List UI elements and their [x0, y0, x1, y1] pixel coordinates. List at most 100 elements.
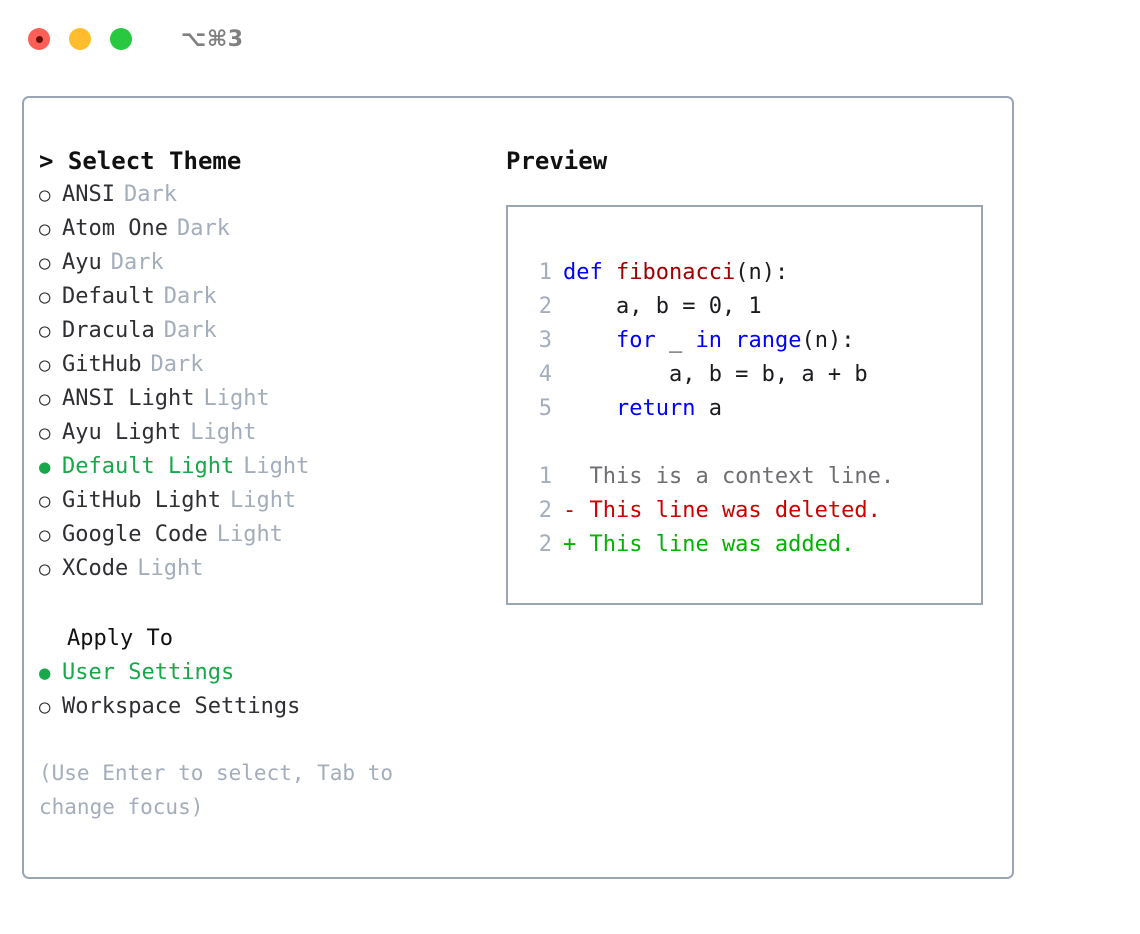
theme-option-label: XCode [62, 556, 129, 581]
theme-option-label: Ayu [62, 250, 102, 275]
code-token [563, 392, 616, 426]
apply-to-option-label: Workspace Settings [62, 694, 301, 719]
apply-to-option-workspace-settings[interactable]: ○ Workspace Settings [39, 690, 494, 724]
theme-option-label: ANSI [62, 182, 115, 207]
radio-unselected-icon[interactable]: ○ [39, 490, 51, 512]
theme-option-ansi[interactable]: ○ ANSI Dark [39, 178, 494, 212]
theme-option-ansi-light[interactable]: ○ ANSI Light Light [39, 382, 494, 416]
select-theme-header: > Select Theme [39, 147, 242, 175]
radio-unselected-icon[interactable]: ○ [39, 320, 51, 342]
radio-unselected-icon[interactable]: ○ [39, 524, 51, 546]
keyboard-hint-text: (Use Enter to select, Tab to change focu… [39, 761, 406, 819]
theme-option-xcode[interactable]: ○ XCode Light [39, 552, 494, 586]
radio-unselected-icon[interactable]: ○ [39, 286, 51, 308]
minimize-window-button[interactable] [69, 28, 91, 50]
diff-line: 2 + This line was added. [524, 528, 981, 562]
radio-selected-icon[interactable]: ● [39, 662, 51, 684]
code-line: 4 a, b = b, a + b [524, 358, 981, 392]
diff-line: 1 This is a context line. [524, 460, 981, 494]
code-token: - This line was deleted. [563, 498, 881, 523]
code-token: + This line was added. [563, 532, 855, 557]
theme-option-label: Ayu Light [62, 420, 182, 445]
code-token: fibonacci [615, 260, 736, 285]
theme-variant-tag: Dark [123, 182, 177, 207]
theme-variant-tag: Light [190, 420, 257, 445]
line-number: 3 [538, 328, 552, 353]
code-token: for [615, 328, 656, 353]
theme-option-atom-one[interactable]: ○ Atom One Dark [39, 212, 494, 246]
code-token: (n): [801, 328, 855, 353]
maximize-window-button[interactable] [110, 28, 132, 50]
line-number: 5 [538, 396, 552, 421]
preview-title: Preview [506, 147, 608, 175]
theme-option-label: GitHub [62, 352, 142, 377]
theme-option-ayu-light[interactable]: ○ Ayu Light Light [39, 416, 494, 450]
radio-selected-icon[interactable]: ● [39, 456, 51, 478]
diff-line: 2 - This line was deleted. [524, 494, 981, 528]
theme-variant-tag: Light [216, 522, 283, 547]
radio-unselected-icon[interactable]: ○ [39, 252, 51, 274]
theme-variant-tag: Dark [110, 250, 164, 275]
apply-to-header: Apply To [67, 626, 173, 651]
code-token: return [615, 396, 696, 421]
code-token [563, 324, 616, 358]
theme-variant-tag: Light [243, 454, 310, 479]
theme-variant-tag: Light [137, 556, 204, 581]
spacer [39, 586, 494, 622]
code-token: This is a context line. [563, 464, 895, 489]
traffic-light-group [28, 28, 132, 50]
theme-option-ayu[interactable]: ○ Ayu Dark [39, 246, 494, 280]
code-token: a, b = b, a + b [563, 362, 868, 387]
diff-sample: 1 This is a context line. 2 - This line wa… [524, 460, 981, 562]
code-line: 2 a, b = 0, 1 [524, 290, 981, 324]
theme-option-label: GitHub Light [62, 488, 221, 513]
code-line: 5 return a [524, 392, 981, 426]
radio-unselected-icon[interactable]: ○ [39, 696, 51, 718]
line-number: 2 [538, 532, 552, 557]
close-window-button[interactable] [28, 28, 50, 50]
code-token: def [563, 260, 616, 285]
apply-to-option-user-settings[interactable]: ● User Settings [39, 656, 494, 690]
theme-option-dracula[interactable]: ○ Dracula Dark [39, 314, 494, 348]
line-number: 4 [538, 362, 552, 387]
theme-option-label: Atom One [62, 216, 168, 241]
code-line: 1 def fibonacci(n): [524, 256, 981, 290]
theme-option-github[interactable]: ○ GitHub Dark [39, 348, 494, 382]
theme-variant-tag: Dark [163, 318, 217, 343]
apply-to-option-label: User Settings [62, 660, 235, 685]
radio-unselected-icon[interactable]: ○ [39, 218, 51, 240]
radio-unselected-icon[interactable]: ○ [39, 388, 51, 410]
radio-unselected-icon[interactable]: ○ [39, 184, 51, 206]
line-number: 1 [538, 260, 552, 285]
code-token: a, b = 0, 1 [563, 294, 762, 319]
radio-unselected-icon[interactable]: ○ [39, 354, 51, 376]
title-bar: ⌥⌘3 [0, 0, 1140, 78]
apply-to-option-list: ● User Settings ○ Workspace Settings [39, 656, 494, 724]
code-token: a [695, 396, 722, 421]
theme-variant-tag: Dark [163, 284, 217, 309]
line-number: 2 [538, 498, 552, 523]
radio-unselected-icon[interactable]: ○ [39, 422, 51, 444]
code-token: in range [695, 328, 802, 353]
code-token: (n): [735, 260, 789, 285]
code-token: _ [655, 328, 696, 353]
theme-variant-tag: Light [203, 386, 270, 411]
theme-option-github-light[interactable]: ○ GitHub Light Light [39, 484, 494, 518]
theme-option-label: Dracula [62, 318, 155, 343]
theme-variant-tag: Dark [150, 352, 204, 377]
theme-variant-tag: Light [229, 488, 297, 513]
spacer [524, 426, 981, 460]
theme-option-label: ANSI Light [62, 386, 195, 411]
theme-variant-tag: Dark [176, 216, 230, 241]
radio-unselected-icon[interactable]: ○ [39, 558, 51, 580]
window-shortcut-label: ⌥⌘3 [181, 26, 244, 52]
